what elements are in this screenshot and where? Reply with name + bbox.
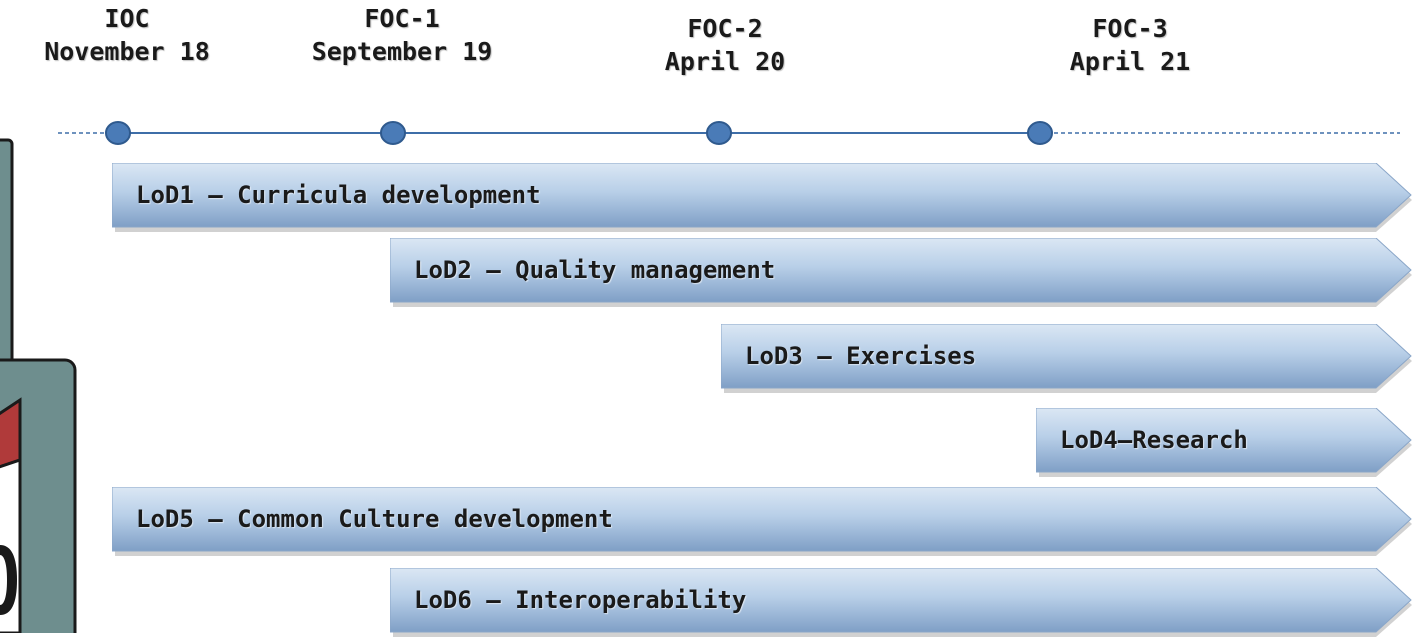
milestone-foc-1-code: FOC-1: [364, 4, 440, 33]
lod-bar-5-label: LoD5 – Common Culture development: [136, 505, 613, 533]
milestone-node-ioc: [105, 121, 131, 145]
milestone-foc-3: FOC-3 April 21: [1030, 12, 1230, 78]
lod-bar-2-arrow: [390, 238, 1412, 307]
calendar-digit: [0, 545, 18, 615]
lod-bar-2-label: LoD2 – Quality management: [414, 256, 776, 284]
lod-bar-5-arrow: [112, 487, 1412, 556]
arrow-body: [390, 568, 1412, 633]
lod-bar-2: LoD2 – Quality management: [390, 238, 1412, 308]
lod-bar-6-arrow: [390, 568, 1412, 637]
milestone-node-foc-1: [380, 121, 406, 145]
arrow-body: [112, 487, 1412, 552]
milestone-foc-3-code: FOC-3: [1092, 14, 1168, 43]
arrow-body: [1036, 408, 1412, 473]
milestone-foc-2-code: FOC-2: [687, 14, 763, 43]
milestone-foc-3-date: April 21: [1069, 47, 1191, 76]
milestone-nodes: [105, 121, 1053, 145]
milestone-foc-1: FOC-1 September 19: [272, 2, 532, 68]
lod-bar-1: LoD1 – Curricula development: [112, 163, 1412, 233]
lod-bar-4: LoD4–Research: [1036, 408, 1412, 478]
calendar-illustration: [0, 138, 77, 633]
milestone-node-foc-3: [1027, 121, 1053, 145]
lod-bar-4-label: LoD4–Research: [1060, 426, 1248, 454]
milestone-node-foc-2: [706, 121, 732, 145]
lod-bar-1-arrow: [112, 163, 1412, 232]
arrow-body: [112, 163, 1412, 228]
lod-bar-4-arrow: [1036, 408, 1412, 477]
lod-bar-3: LoD3 – Exercises: [721, 324, 1412, 394]
milestone-ioc-date: November 18: [44, 37, 210, 66]
milestone-ioc: IOC November 18: [12, 2, 242, 68]
milestone-foc-2: FOC-2 April 20: [625, 12, 825, 78]
arrow-body: [721, 324, 1412, 389]
lod-bar-6-label: LoD6 – Interoperability: [414, 586, 747, 614]
milestone-foc-1-date: September 19: [311, 37, 493, 66]
lod-bar-5: LoD5 – Common Culture development: [112, 487, 1412, 557]
milestone-ioc-code: IOC: [104, 4, 150, 33]
lod-bar-3-label: LoD3 – Exercises: [745, 342, 977, 370]
lod-bar-3-arrow: [721, 324, 1412, 393]
lod-bar-6: LoD6 – Interoperability: [390, 568, 1412, 638]
arrow-body: [390, 238, 1412, 303]
lod-bar-1-label: LoD1 – Curricula development: [136, 181, 541, 209]
milestone-foc-2-date: April 20: [664, 47, 786, 76]
